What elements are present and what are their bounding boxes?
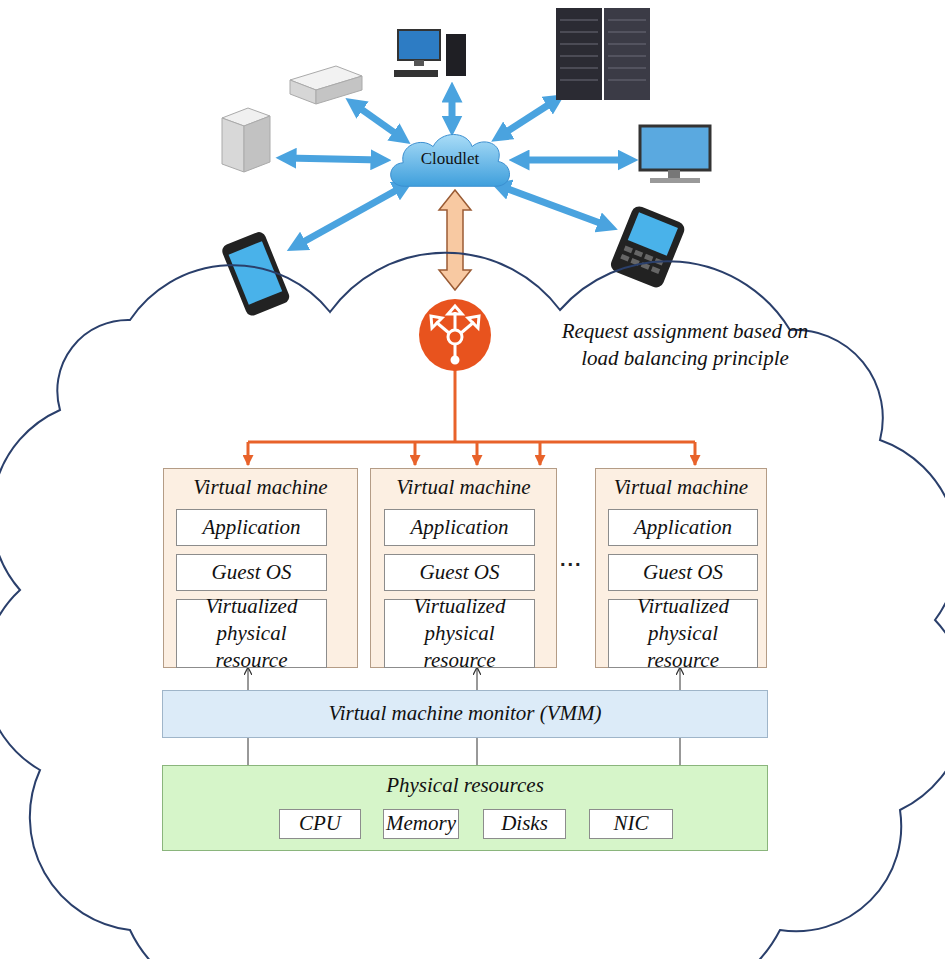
annotation-text: Request assignment based on load balanci… — [560, 318, 810, 373]
box-heading: Virtual machine — [379, 474, 548, 501]
box-label: CPU — [299, 810, 341, 837]
box-label: Guest OS — [212, 559, 292, 586]
hypervisor-band: Virtual machine monitor (VMM) — [162, 690, 768, 738]
desktop-computer — [394, 30, 466, 77]
dispatch-arrows — [248, 370, 695, 465]
resource-box: NIC — [589, 809, 673, 839]
box-label: Virtualized physical resource — [181, 593, 322, 675]
box-label: Application — [634, 514, 732, 541]
cloud-region: ApplicationGuest OS Virtualized physical … — [0, 290, 945, 959]
resource-box: Disks — [483, 809, 566, 839]
virtual-machine-box: ApplicationGuest OS Virtualized physical … — [163, 468, 358, 668]
resource-box: CPU — [279, 809, 361, 839]
virtual-machine-box: ApplicationGuest OS Virtualized physical … — [595, 468, 767, 668]
box-label: NIC — [613, 810, 648, 837]
box-label: Guest OS — [643, 559, 723, 586]
cloudlet-cloud: Cloudlet — [385, 128, 515, 190]
box-heading: Virtual machine — [172, 474, 349, 501]
layer-box: Guest OS — [608, 554, 758, 591]
cloud-region-outline — [0, 253, 945, 959]
ellipsis: ... — [560, 548, 583, 571]
block-arrow — [439, 190, 471, 290]
connector-line — [477, 738, 478, 765]
box-label: Virtualized physical resource — [389, 593, 530, 675]
connector-line — [248, 738, 249, 765]
tower-server — [222, 108, 270, 172]
connector-line — [680, 738, 681, 765]
server-rack — [556, 8, 650, 100]
box-label: Guest OS — [420, 559, 500, 586]
layer-box: Application — [608, 509, 758, 546]
layer-box: Application — [384, 509, 535, 546]
box-label: Virtualized physical resource — [613, 593, 753, 675]
cloud-outline — [391, 135, 510, 187]
layer-box: Virtualized physical resource — [384, 599, 535, 668]
layer-box: Application — [176, 509, 327, 546]
virtual-machine-box: ApplicationGuest OS Virtualized physical … — [370, 468, 557, 668]
keyboard-phone — [609, 204, 687, 290]
layer-box: Guest OS — [384, 554, 535, 591]
network-appliance — [290, 66, 362, 104]
box-label: Memory — [386, 810, 456, 837]
layer-box: Guest OS — [176, 554, 327, 591]
band-heading: Physical resources — [171, 772, 759, 799]
cloud-label: Cloudlet — [421, 149, 480, 169]
label-holder: ... — [560, 548, 583, 571]
resource-box: Memory — [383, 809, 459, 839]
layer-box: Virtualized physical resource — [608, 599, 758, 668]
box-label: Application — [411, 514, 509, 541]
box-label: Application — [203, 514, 301, 541]
band-label: Virtual machine monitor (VMM) — [328, 700, 601, 727]
layer-box: Virtualized physical resource — [176, 599, 327, 668]
monitor — [640, 126, 710, 183]
physical-resources-band: CPU Memory Disks NIC Physical resources — [162, 765, 768, 851]
box-label: Disks — [501, 810, 548, 837]
box-heading: Virtual machine — [604, 474, 758, 501]
load-balancer-icon — [419, 299, 491, 371]
